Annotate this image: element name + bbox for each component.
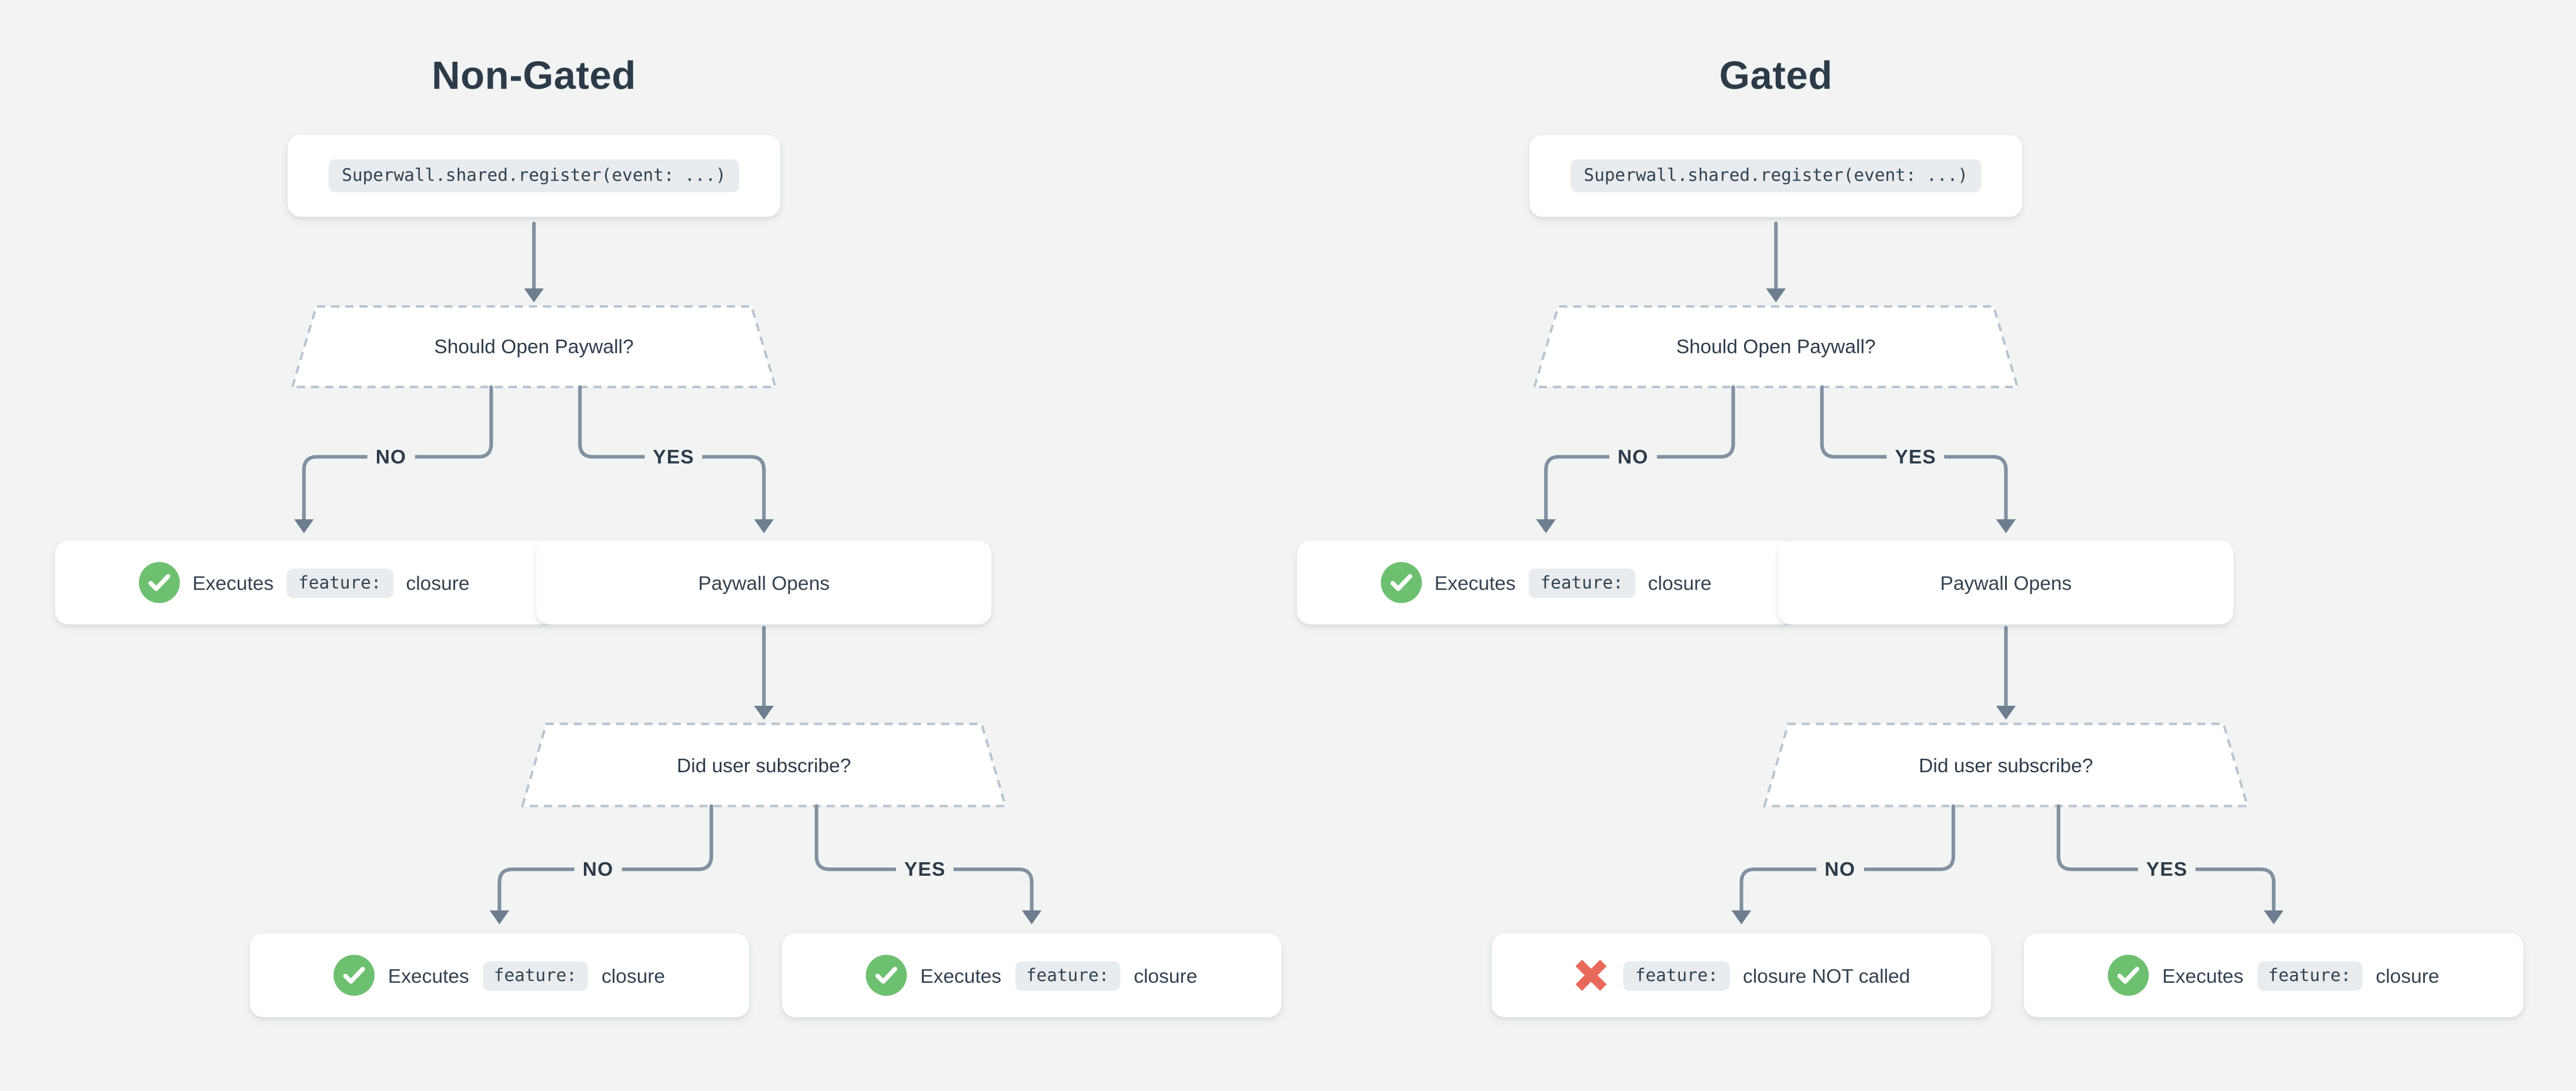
chart-title: Non-Gated: [432, 54, 636, 99]
connector-layer: [1532, 221, 2284, 925]
result-text-pre: Executes: [192, 570, 274, 595]
result-text-post: closure: [1648, 570, 1712, 595]
arrowhead-down-icon: [754, 706, 774, 720]
decision2-trapezoid: [520, 722, 1007, 808]
decision-label-should-open-paywall: Should Open Paywall?: [1676, 335, 1876, 359]
result-node-paywall-opens: Paywall Opens: [1778, 541, 2234, 625]
arrowhead-down-icon: [1021, 910, 1042, 925]
result-node-executes-feature: Executes feature: closure: [249, 933, 750, 1017]
arrowhead-down-icon: [1731, 910, 1752, 925]
result-text-pre: Executes: [920, 963, 1002, 987]
feature-code-chip: feature:: [482, 960, 589, 990]
result-text-pre: Executes: [1434, 570, 1516, 595]
branch-label-yes: YES: [2138, 858, 2196, 881]
x-cross-icon: [1573, 956, 1611, 994]
result-node-paywall-opens: Paywall Opens: [536, 541, 992, 625]
arrowhead-down-icon: [2264, 910, 2284, 925]
check-circle-icon: [1380, 562, 1422, 603]
check-circle-icon: [866, 955, 907, 996]
result-node-feature-not-called: feature: closure NOT called: [1491, 933, 1992, 1017]
register-call-node: Superwall.shared.register(event: ...): [1529, 135, 2023, 217]
check-circle-icon: [333, 955, 375, 996]
branch-label-yes: YES: [896, 858, 954, 881]
feature-code-chip: feature:: [2256, 960, 2363, 990]
feature-code-chip: feature:: [1014, 960, 1121, 990]
result-node-executes-feature: Executes feature: closure: [2024, 933, 2524, 1017]
result-text-post: closure: [601, 963, 666, 987]
decision-label-did-user-subscribe: Did user subscribe?: [1919, 754, 2093, 778]
flowchart-gated: Gated Superwall.shared.register(event: .…: [1242, 0, 2530, 1091]
decision-label-did-user-subscribe: Did user subscribe?: [677, 754, 851, 778]
result-node-executes-feature: Executes feature: closure: [55, 541, 553, 625]
register-call-node: Superwall.shared.register(event: ...): [287, 135, 781, 217]
flowchart-non-gated: Non-Gated Superwall.shared.register(even…: [55, 54, 1282, 1017]
branch-label-no: NO: [1609, 445, 1657, 469]
decision1-trapezoid: [290, 305, 777, 389]
result-text-pre: Paywall Opens: [698, 570, 830, 595]
feature-code-chip: feature:: [286, 568, 393, 598]
arrowhead-down-icon: [754, 519, 774, 533]
code-snippet: Superwall.shared.register(event: ...): [328, 159, 740, 192]
result-text-pre: Paywall Opens: [1940, 570, 2072, 595]
arrowhead-down-icon: [1996, 519, 2016, 533]
result-node-executes-feature: Executes feature: closure: [781, 933, 1282, 1017]
decision1-trapezoid: [1532, 305, 2019, 389]
arrowhead-down-icon: [489, 910, 510, 925]
arrowhead-down-icon: [524, 288, 544, 303]
arrowhead-down-icon: [1536, 519, 1556, 533]
check-circle-icon: [138, 562, 180, 603]
connector-layer: [290, 221, 1042, 925]
branch-label-no: NO: [1816, 858, 1864, 881]
result-text-post: closure: [1134, 963, 1198, 987]
branch-label-yes: YES: [1886, 445, 1945, 469]
branch-label-no: NO: [367, 445, 415, 469]
feature-code-chip: feature:: [1623, 960, 1730, 990]
arrowhead-down-icon: [294, 519, 314, 533]
branch-label-no: NO: [574, 858, 622, 881]
result-text-post: closure: [406, 570, 470, 595]
chart-title: Gated: [1719, 54, 1833, 99]
decision2-trapezoid: [1762, 722, 2249, 808]
code-snippet: Superwall.shared.register(event: ...): [1571, 159, 1982, 192]
decision-label-should-open-paywall: Should Open Paywall?: [434, 335, 634, 359]
result-text-pre: Executes: [387, 963, 469, 987]
feature-code-chip: feature:: [1528, 568, 1635, 598]
result-text-pre: Executes: [2162, 963, 2244, 987]
arrowhead-down-icon: [1766, 288, 1786, 303]
result-node-executes-feature: Executes feature: closure: [1297, 541, 1795, 625]
branch-label-yes: YES: [644, 445, 703, 469]
check-circle-icon: [2108, 955, 2150, 996]
arrowhead-down-icon: [1996, 706, 2016, 720]
result-text-post: closure NOT called: [1743, 963, 1910, 987]
result-text-post: closure: [2375, 963, 2440, 987]
